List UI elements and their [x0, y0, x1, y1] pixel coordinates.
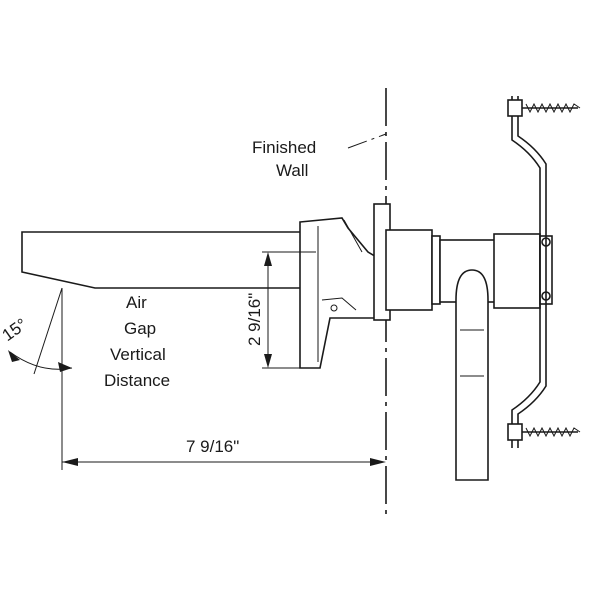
handle-body: [299, 217, 379, 369]
air-gap-label-2: Gap: [124, 319, 156, 338]
vertical-dimension-label: 2 9/16": [245, 293, 264, 346]
finished-wall-label-1: Finished: [252, 138, 316, 157]
spout: [21, 231, 303, 289]
horizontal-dimension-label: 7 9/16": [186, 437, 239, 456]
valve-body: [439, 233, 553, 481]
angle-label: 15°: [0, 315, 31, 345]
finished-wall-label-2: Wall: [276, 161, 308, 180]
vertical-dimension: [262, 251, 316, 369]
mounting-bracket: [507, 96, 547, 448]
air-gap-label-1: Air: [126, 293, 147, 312]
angle-indicator: [8, 287, 73, 375]
bottom-screw: [522, 426, 581, 438]
air-gap-label-4: Distance: [104, 371, 170, 390]
top-screw: [522, 102, 581, 114]
finished-wall-leader: [347, 133, 387, 149]
horizontal-dimension: [61, 288, 386, 470]
air-gap-label-3: Vertical: [110, 345, 166, 364]
escutcheon: [373, 203, 441, 321]
